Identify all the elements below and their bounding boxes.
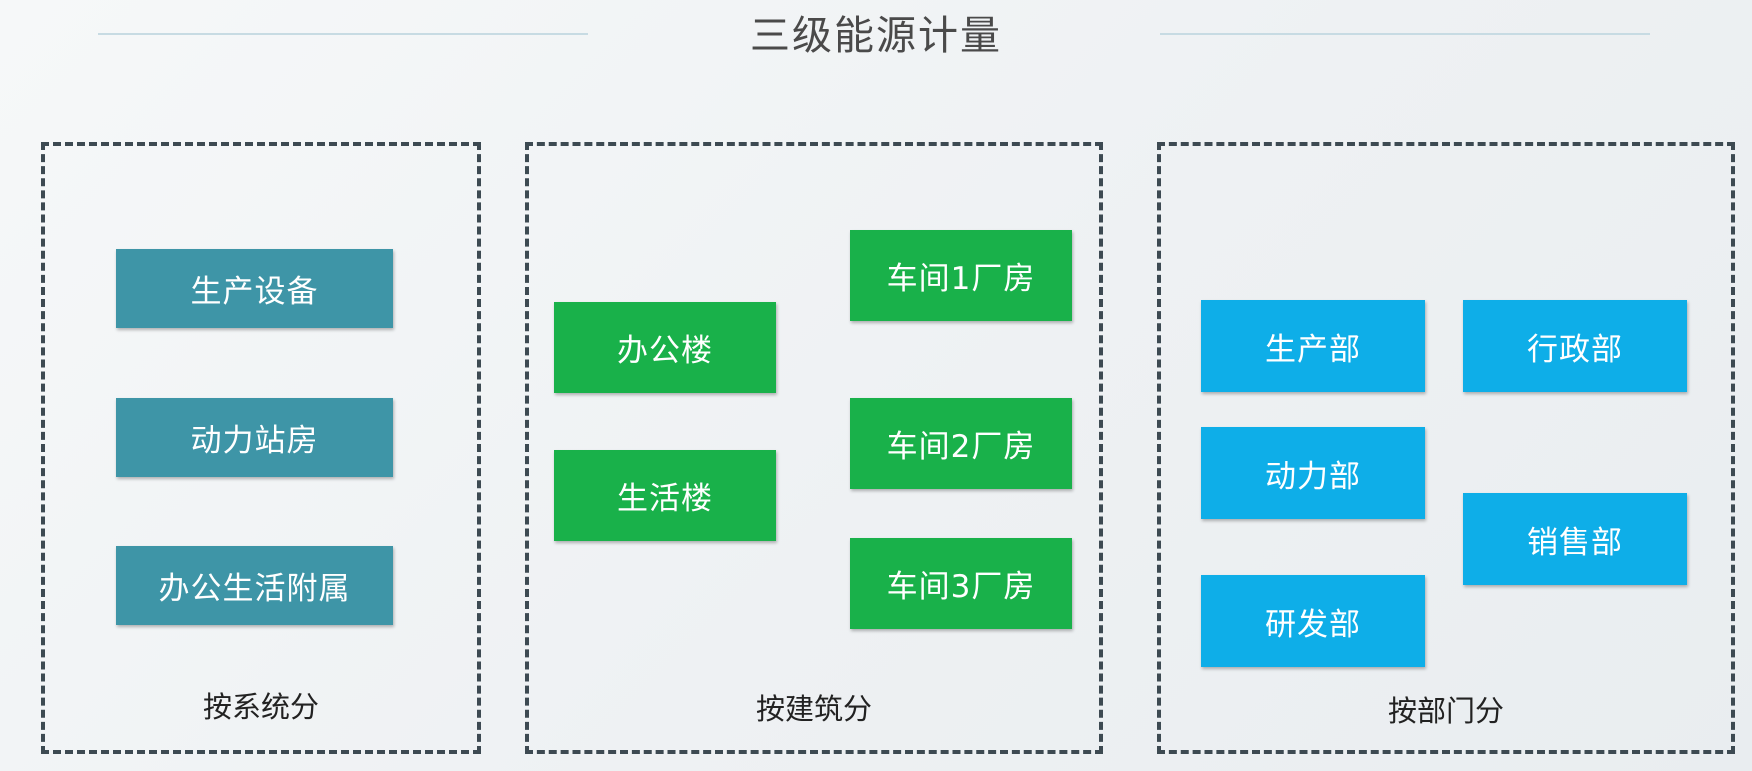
node-production-dept: 生产部 [1201, 300, 1425, 392]
page-title: 三级能源计量 [750, 13, 1002, 59]
node-office-living-auxiliary: 办公生活附属 [116, 546, 393, 625]
node-power-station: 动力站房 [116, 398, 393, 477]
node-workshop-3: 车间3厂房 [850, 538, 1072, 629]
title-line-left [98, 33, 588, 35]
group-label-system: 按系统分 [202, 690, 319, 724]
group-label-department: 按部门分 [1387, 694, 1504, 728]
group-by-building: 按建筑分 [525, 142, 1103, 754]
node-admin-dept: 行政部 [1463, 300, 1687, 392]
node-living-building: 生活楼 [554, 450, 776, 541]
group-label-building: 按建筑分 [755, 692, 872, 726]
node-workshop-1: 车间1厂房 [850, 230, 1072, 321]
node-office-building: 办公楼 [554, 302, 776, 393]
group-by-department: 按部门分 [1157, 142, 1735, 754]
node-rnd-dept: 研发部 [1201, 575, 1425, 667]
node-production-equipment: 生产设备 [116, 249, 393, 328]
node-sales-dept: 销售部 [1463, 493, 1687, 585]
title-line-right [1160, 33, 1650, 35]
node-workshop-2: 车间2厂房 [850, 398, 1072, 489]
group-by-system: 按系统分 [41, 142, 481, 754]
node-power-dept: 动力部 [1201, 427, 1425, 519]
